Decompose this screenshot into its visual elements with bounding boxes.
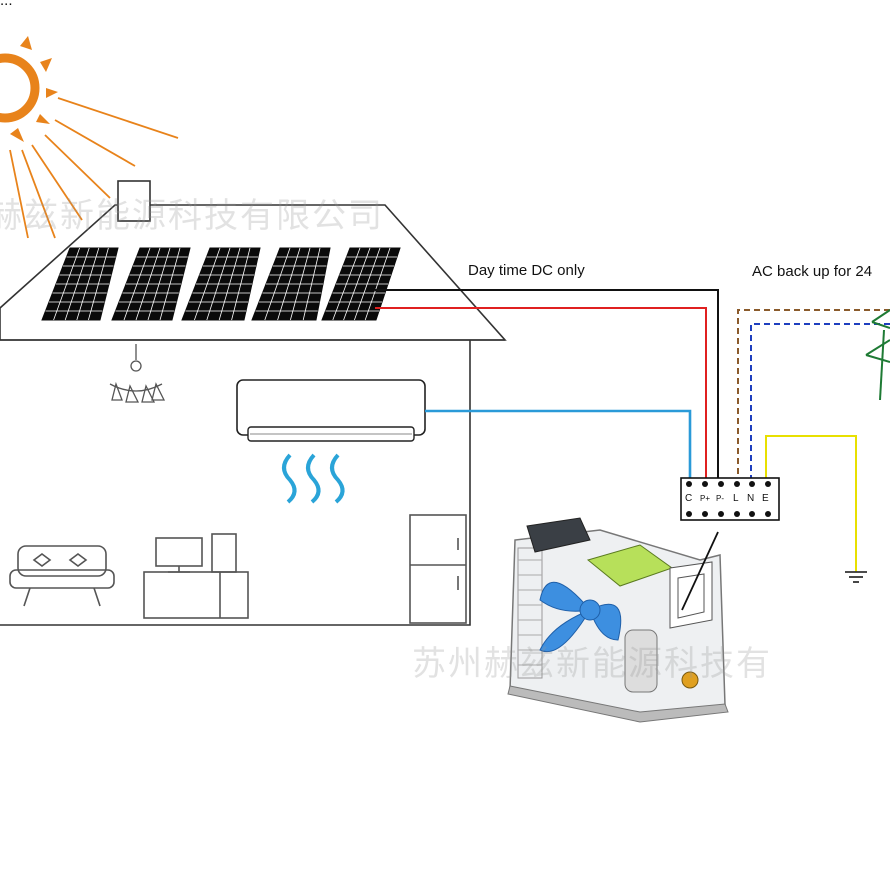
panel-grid-line [290,247,311,321]
watermark-bottom: 苏州赫兹新能源科技有 [412,644,772,684]
terminal-l: L [733,493,739,504]
terminal-p-minus: P- [716,494,724,503]
panel-grid-line [218,247,241,321]
computer-desk-icon [143,533,249,619]
terminal-screw [686,481,692,487]
solar-panels [41,247,401,321]
panel-grid-line [364,247,391,321]
terminal-screw [749,481,755,487]
panel-grid-line [147,247,171,321]
panel-grid-line [264,247,291,321]
sun-icon [0,36,179,239]
terminal-block [680,477,780,521]
terminal-screw [765,511,771,517]
terminal-p-plus: P+ [700,494,711,503]
panel-grid-line [206,247,231,321]
sofa-icon [9,545,115,607]
terminal-n: N [747,493,755,504]
terminal-screw [765,481,771,487]
terminal-screw [718,511,724,517]
fridge-icon [409,514,467,624]
panel-grid-line [159,247,181,321]
fan-icon [539,581,622,652]
panel-grid-line [64,247,90,321]
ac-backup-label: AC back up for 24 [752,263,873,280]
panel-grid-line [343,247,371,321]
panel-grid-line [76,247,100,321]
terminal-screw [718,481,724,487]
ground-icon [845,571,867,583]
terminal-screw [702,511,708,517]
terminal-screw [686,511,692,517]
day-dc-label: Day time DC only [468,262,585,279]
terminal-e: E [762,493,769,504]
panel-grid-line [135,247,161,321]
panel-grid-line [277,247,301,321]
header-text: ... [0,0,13,9]
panel-grid-line [332,247,361,321]
panel-grid-line [123,247,151,321]
panel-grid-line [53,247,80,321]
terminal-c: C [685,493,693,504]
terminal-screw [734,511,740,517]
wiring [375,289,890,572]
outdoor-unit [507,517,729,723]
watermark-top: 赫兹新能源科技有限公司 [0,196,384,236]
terminal-screw [702,481,708,487]
panel-grid-line [231,247,251,321]
panel-grid-line [354,247,381,321]
panel-grid-line [194,247,221,321]
terminal-screw [749,511,755,517]
terminal-screw [734,481,740,487]
indoor-ac-unit [236,379,426,442]
panel-grid-line [302,247,321,321]
chandelier-icon [109,344,166,403]
power-pylon-icon [865,309,890,401]
airflow-icon [282,453,345,504]
panel-grid-line [88,247,109,321]
